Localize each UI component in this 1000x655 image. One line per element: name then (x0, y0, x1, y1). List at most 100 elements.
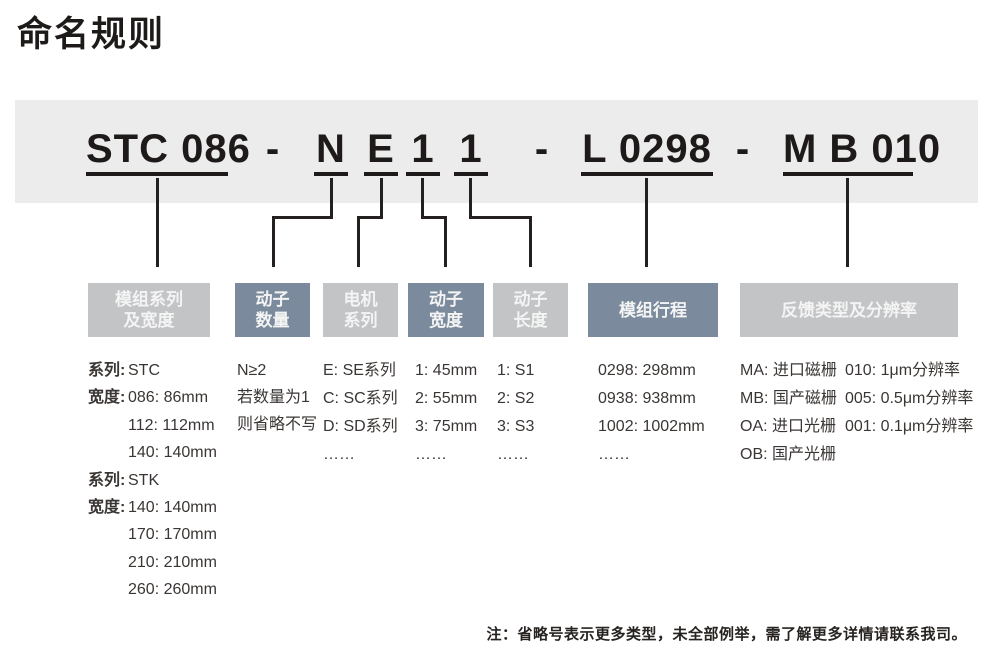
legend-row-label (88, 576, 128, 603)
box-mover-length-line1: 动子 (513, 290, 548, 309)
legend-module-stroke: 0298: 298mm 0938: 938mm 1002: 1002mm …… (598, 357, 705, 469)
legend-line: 1: 45mm (415, 362, 478, 379)
box-mover-count-line1: 动子 (255, 290, 290, 309)
connector-feedback-line (846, 178, 849, 267)
legend-feedback-types: MA: 进口磁栅 MB: 国产磁栅 OA: 进口光栅 OB: 国产光栅 (740, 357, 837, 469)
legend-row: 210: 210mm (88, 549, 217, 576)
box-mover-length: 动子 长度 (493, 283, 568, 337)
legend-row-value: 260: 260mm (128, 581, 217, 599)
legend-line-ellipsis: …… (497, 446, 529, 463)
legend-line: 则省略不写 (237, 416, 318, 433)
legend-row: 260: 260mm (88, 576, 217, 603)
legend-row-label (88, 412, 128, 439)
box-mover-count-line2: 数量 (255, 311, 290, 330)
legend-row-label: 系列: (88, 362, 126, 379)
code-segment-mover-count: N (314, 127, 348, 176)
code-segment-feedback: M B 010 (783, 127, 940, 176)
box-mover-width-line2: 宽度 (429, 311, 463, 330)
legend-row-value: 170: 170mm (128, 526, 217, 544)
code-segment-mover-length: 1 (454, 127, 488, 176)
box-feedback-label: 反馈类型及分辨率 (781, 300, 917, 320)
code-dash-2: - (534, 127, 550, 171)
legend-row-label: 宽度: (88, 498, 126, 516)
legend-series-width: 系列:STC 宽度:086: 86mm 112: 112mm 140: 140m… (88, 357, 217, 604)
connector-mover-count-drop (330, 178, 333, 219)
connector-mover-length-elbow (469, 216, 532, 219)
box-feedback: 反馈类型及分辨率 (740, 283, 958, 337)
legend-feedback-resolutions: 010: 1μm分辨率 005: 0.5μm分辨率 001: 0.1μm分辨率 (845, 357, 973, 441)
legend-line: 0298: 298mm (598, 362, 696, 379)
box-series-width-line2: 及宽度 (123, 311, 175, 330)
footnote: 注：省略号表示更多类型，未全部例举，需了解更多详情请联系我司。 (486, 626, 967, 643)
legend-line: 1002: 1002mm (598, 418, 705, 435)
connector-mover-length-drop (469, 178, 472, 219)
legend-line: 010: 1μm分辨率 (845, 362, 961, 379)
code-panel-background (15, 100, 978, 203)
legend-line: 0938: 938mm (598, 390, 696, 407)
box-motor-series: 电机 系列 (323, 283, 398, 337)
connector-motor-series-elbow (357, 216, 383, 219)
box-module-stroke-label: 模组行程 (619, 300, 687, 320)
legend-line-ellipsis: …… (598, 446, 630, 463)
legend-mover-count: N≥2 若数量为1 则省略不写 (237, 357, 317, 438)
legend-line: 1: S1 (497, 362, 535, 379)
code-segment-stroke: L 0298 (581, 127, 713, 176)
page-title: 命名规则 (17, 15, 166, 54)
legend-row: 170: 170mm (88, 521, 217, 548)
legend-row-label: 宽度: (88, 389, 126, 407)
legend-line: 若数量为1 (237, 389, 310, 406)
connector-mover-width-line (444, 216, 447, 267)
legend-line: C: SC系列 (323, 390, 398, 407)
legend-line: MB: 国产磁栅 (740, 390, 837, 407)
connector-mover-count-elbow (272, 216, 333, 219)
legend-line: OA: 进口光栅 (740, 418, 837, 435)
legend-row-value: 140: 140mm (128, 498, 217, 516)
legend-row-label: 系列: (88, 471, 126, 489)
box-motor-series-line1: 电机 (343, 290, 378, 309)
legend-row-label (88, 521, 128, 548)
legend-row: 112: 112mm (88, 412, 217, 439)
box-motor-series-line2: 系列 (343, 311, 378, 330)
box-mover-length-line2: 长度 (513, 311, 548, 330)
connector-motor-series-line (357, 216, 360, 267)
legend-row-value: STK (128, 471, 160, 489)
legend-row-value: 112: 112mm (128, 416, 215, 434)
legend-row: 140: 140mm (88, 439, 217, 466)
code-segment-motor-series: E (364, 127, 398, 176)
legend-line: OB: 国产光栅 (740, 446, 837, 463)
legend-line-ellipsis: …… (415, 446, 447, 463)
legend-row: 宽度:140: 140mm (88, 494, 217, 521)
legend-line: D: SD系列 (323, 418, 398, 435)
connector-motor-series-drop (380, 178, 383, 219)
code-dash-3: - (735, 127, 751, 171)
connector-stroke-line (645, 178, 648, 267)
box-series-width: 模组系列 及宽度 (88, 283, 210, 337)
legend-line: N≥2 (237, 362, 267, 379)
legend-line: MA: 进口磁栅 (740, 362, 837, 379)
legend-row-label (88, 439, 128, 466)
legend-mover-length: 1: S1 2: S2 3: S3 …… (497, 357, 534, 469)
box-mover-width: 动子 宽度 (408, 283, 484, 337)
legend-line-ellipsis: …… (323, 446, 355, 463)
connector-series-line (156, 178, 159, 267)
legend-line: 3: 75mm (415, 418, 478, 435)
legend-row-value: 086: 86mm (128, 389, 209, 407)
legend-row: 宽度:086: 86mm (88, 384, 217, 411)
legend-row-value: STC (128, 362, 160, 379)
legend-row: 系列:STC (88, 357, 217, 384)
box-module-stroke: 模组行程 (588, 283, 718, 337)
legend-line: E: SE系列 (323, 362, 396, 379)
code-segment-series: STC 086 (86, 127, 250, 176)
code-segment-mover-width: 1 (406, 127, 440, 176)
box-mover-count: 动子 数量 (235, 283, 310, 337)
connector-mover-width-elbow (421, 216, 447, 219)
legend-row-value: 210: 210mm (128, 553, 217, 571)
legend-line: 001: 0.1μm分辨率 (845, 418, 974, 435)
legend-motor-series: E: SE系列 C: SC系列 D: SD系列 …… (323, 357, 398, 469)
legend-row-label (88, 549, 128, 576)
legend-row: 系列:STK (88, 467, 217, 494)
legend-mover-width: 1: 45mm 2: 55mm 3: 75mm …… (415, 357, 477, 469)
box-mover-width-line1: 动子 (429, 290, 463, 309)
code-dash-1: - (265, 127, 281, 171)
legend-line: 2: 55mm (415, 390, 478, 407)
